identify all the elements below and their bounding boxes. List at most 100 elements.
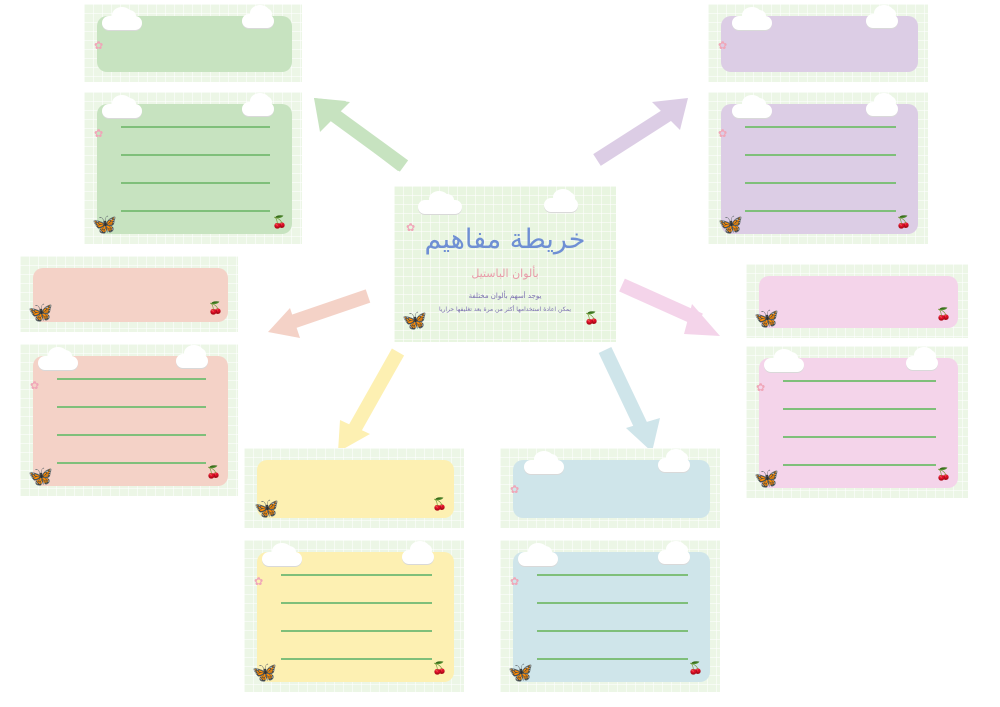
note-line (121, 182, 270, 184)
cherry-icon: 🍒 (432, 661, 447, 675)
note-line (783, 408, 936, 410)
flower-icon: ✿ (94, 39, 104, 52)
cloud-icon (866, 5, 898, 28)
blue-notes-card: 🦋 🍒 ✿ (500, 540, 720, 692)
cherry-icon: 🍒 (272, 215, 287, 229)
flower-icon: ✿ (30, 379, 40, 392)
note-line (121, 154, 270, 156)
arrow-yellow-shape (338, 348, 405, 452)
flower-icon: ✿ (254, 575, 264, 588)
purple-header-card: ✿ (708, 4, 928, 82)
cloud-icon (732, 95, 772, 118)
blue-header-card: ✿ (500, 448, 720, 528)
flower-icon: ✿ (406, 221, 416, 234)
note-line (281, 630, 432, 632)
salmon-header-card: 🦋 🍒 (20, 256, 238, 332)
pink-header-panel (759, 276, 958, 328)
salmon-notes-panel (33, 356, 228, 486)
cherry-icon: 🍒 (896, 215, 911, 229)
cloud-icon (732, 7, 772, 30)
flower-icon: ✿ (510, 483, 520, 496)
cloud-icon (658, 541, 690, 564)
note-line (783, 464, 936, 466)
butterfly-icon: 🦋 (754, 306, 779, 330)
cherry-icon: 🍒 (206, 465, 221, 479)
center-line-2: يمكن اعادة استخدامها أكثر من مرة بعد تغل… (438, 306, 572, 313)
pink-notes-card: 🦋 🍒 ✿ (746, 346, 968, 498)
note-line (281, 658, 432, 660)
note-line (57, 434, 206, 436)
center-line-1: يوجد أسهم بألوان مختلفة (468, 292, 542, 300)
cloud-icon (242, 5, 274, 28)
cloud-icon (544, 189, 578, 212)
arrow-salmon-shape (268, 289, 371, 338)
butterfly-icon: 🦋 (508, 660, 533, 684)
arrow-pink-shape (619, 278, 720, 336)
flower-icon: ✿ (94, 127, 104, 140)
note-line (281, 602, 432, 604)
cloud-icon (262, 543, 302, 566)
cloud-icon (906, 347, 938, 370)
center-title: خريطة مفاهيم (424, 224, 586, 255)
cloud-icon (38, 347, 78, 370)
note-line (783, 380, 936, 382)
cloud-icon (102, 95, 142, 118)
note-line (121, 126, 270, 128)
butterfly-icon: 🦋 (718, 212, 743, 236)
cherry-icon: 🍒 (936, 307, 951, 321)
note-line (745, 182, 896, 184)
cloud-icon (764, 349, 804, 372)
arrow-purple-shape (593, 98, 688, 166)
salmon-header-panel (33, 268, 228, 322)
yellow-notes-panel (257, 552, 454, 682)
cloud-icon (418, 191, 462, 214)
cloud-icon (658, 449, 690, 472)
note-line (745, 210, 896, 212)
flower-icon: ✿ (510, 575, 520, 588)
butterfly-icon: 🦋 (28, 464, 53, 488)
butterfly-icon: 🦋 (252, 660, 277, 684)
purple-notes-panel (721, 104, 918, 234)
note-line (537, 630, 688, 632)
arrow-blue-shape (598, 346, 660, 452)
butterfly-icon: 🦋 (28, 300, 53, 324)
blue-notes-panel (513, 552, 710, 682)
green-header-card: ✿ (84, 4, 302, 82)
flower-icon: ✿ (756, 381, 766, 394)
flower-icon: ✿ (718, 39, 728, 52)
yellow-notes-card: 🦋 🍒 ✿ (244, 540, 464, 692)
note-line (57, 378, 206, 380)
note-line (537, 574, 688, 576)
cloud-icon (524, 451, 564, 474)
flower-icon: ✿ (718, 127, 728, 140)
green-notes-card: 🦋 🍒 ✿ (84, 92, 302, 244)
butterfly-icon: 🦋 (754, 466, 779, 490)
cherry-icon: 🍒 (936, 467, 951, 481)
salmon-notes-card: 🦋 🍒 ✿ (20, 344, 238, 496)
note-line (57, 406, 206, 408)
note-line (121, 210, 270, 212)
yellow-header-panel (257, 460, 454, 518)
note-line (745, 126, 896, 128)
note-line (57, 462, 206, 464)
pink-header-card: 🦋 🍒 (746, 264, 968, 338)
cherry-icon: 🍒 (688, 661, 703, 675)
cherry-icon: 🍒 (208, 301, 223, 315)
note-line (537, 602, 688, 604)
butterfly-icon: 🦋 (254, 496, 279, 520)
green-notes-panel (97, 104, 292, 234)
cloud-icon (518, 543, 558, 566)
butterfly-icon: 🦋 (92, 212, 117, 236)
note-line (783, 436, 936, 438)
cloud-icon (402, 541, 434, 564)
center-card: خريطة مفاهيم بألوان الباستيل يوجد أسهم ب… (394, 186, 616, 342)
yellow-header-card: 🦋 🍒 (244, 448, 464, 528)
note-line (537, 658, 688, 660)
cherry-icon: 🍒 (432, 497, 447, 511)
pink-notes-panel (759, 358, 958, 488)
cherry-icon: 🍒 (584, 311, 599, 325)
butterfly-icon: 🦋 (402, 308, 427, 332)
cloud-icon (176, 345, 208, 368)
note-line (745, 154, 896, 156)
